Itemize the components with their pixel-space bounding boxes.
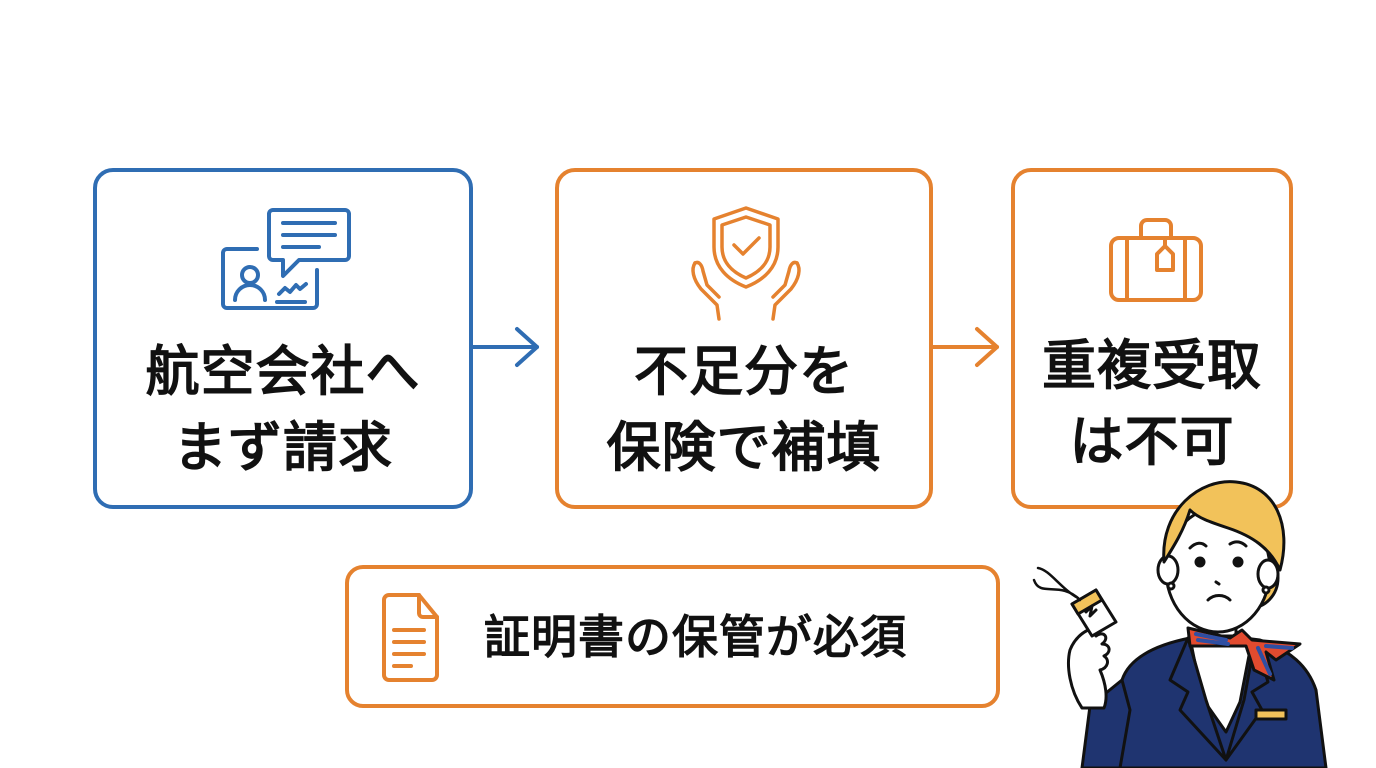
step-1-line-2: まず請求 bbox=[173, 416, 393, 479]
step-2-label: 不足分を 保険で補填 bbox=[559, 334, 929, 486]
step-1-label: 航空会社へ まず請求 bbox=[97, 334, 469, 486]
flight-attendant-illustration bbox=[1032, 480, 1328, 768]
arrow-right-icon bbox=[933, 327, 999, 367]
step-2-line-2: 保険で補填 bbox=[606, 416, 882, 479]
step-3-line-2: は不可 bbox=[1069, 410, 1235, 473]
suitcase-tag-icon bbox=[1109, 218, 1203, 302]
note-text: 証明書の保管が必須 bbox=[484, 610, 907, 664]
document-icon bbox=[382, 593, 439, 682]
step-2-line-1: 不足分を bbox=[634, 340, 854, 403]
step-1-line-1: 航空会社へ bbox=[145, 340, 421, 403]
arrow-right-icon bbox=[473, 327, 539, 367]
step-3-line-1: 重複受取 bbox=[1042, 334, 1262, 397]
step-2-card: 不足分を 保険で補填 bbox=[555, 168, 933, 509]
step-1-card: 航空会社へ まず請求 bbox=[93, 168, 473, 509]
step-3-card: 重複受取 は不可 bbox=[1011, 168, 1293, 509]
id-card-speech-bubble-icon bbox=[221, 208, 351, 310]
note-card: 証明書の保管が必須 bbox=[345, 565, 1000, 708]
step-3-label: 重複受取 は不可 bbox=[1015, 328, 1289, 480]
shield-check-hands-icon bbox=[691, 206, 801, 321]
